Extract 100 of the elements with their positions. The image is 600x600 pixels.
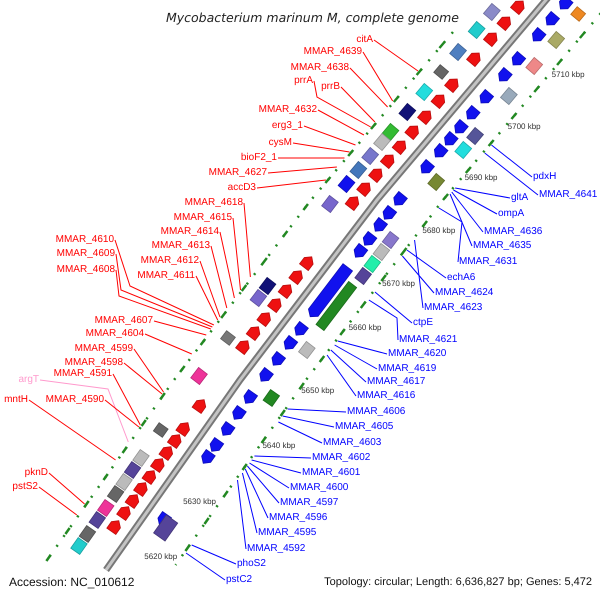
genome-summary-note: Topology: circular; Length: 6,636,827 bp; Genes: 5,472: [324, 575, 592, 589]
gene-label: prrB: [321, 81, 340, 93]
leader-line: [330, 350, 366, 382]
position-label: 5640 kbp: [262, 441, 296, 451]
gene-label: MMAR_4627: [208, 167, 267, 179]
leader-line: [362, 52, 394, 102]
leader-line: [232, 218, 241, 290]
gene-label: MMAR_4602: [312, 452, 370, 464]
leader-line: [254, 456, 312, 458]
position-label: 5670 kbp: [382, 279, 415, 289]
leader-line: [374, 40, 418, 72]
position-label: 5660 kbp: [348, 323, 382, 333]
leader-line: [196, 276, 218, 320]
gene-label: MMAR_4605: [335, 421, 394, 433]
leader-line: [154, 320, 207, 336]
gene-label: MMAR_4614: [160, 226, 219, 238]
position-label: 5700 kbp: [508, 122, 541, 132]
gene-label: MMAR_4597: [280, 497, 338, 509]
leader-line: [38, 486, 78, 516]
gene-label: MMAR_4613: [152, 240, 210, 252]
gene-label: pknD: [24, 467, 48, 479]
accession-note: Accession: NC_010612: [9, 575, 134, 589]
gene-label: MMAR_4641: [539, 189, 598, 201]
gene-label: MMAR_4632: [258, 104, 317, 116]
gene-label: mntH: [4, 394, 28, 406]
gene-label: MMAR_4635: [473, 240, 532, 252]
leader-line: [484, 152, 538, 196]
leader-line: [282, 416, 334, 428]
leader-line: [242, 472, 258, 534]
leader-line: [144, 334, 192, 354]
gene-label: MMAR_4591: [54, 368, 112, 380]
leader-line: [326, 354, 356, 396]
gene-label: MMAR_4631: [459, 256, 518, 268]
position-label: 5690 kbp: [464, 173, 498, 183]
gene-label: MMAR_4612: [140, 255, 199, 267]
leader-line: [248, 462, 290, 488]
leader-line: [116, 254, 213, 328]
leader-line: [134, 348, 164, 392]
gene-label: MMAR_4590: [46, 394, 104, 406]
leader-line: [200, 260, 220, 318]
leader-line: [186, 552, 226, 580]
leader-line: [244, 202, 251, 278]
position-label: 5620 kbp: [144, 552, 178, 562]
gene-label: MMAR_4599: [74, 343, 133, 355]
gene-label: MMAR_4618: [184, 197, 243, 209]
gene-label: echA6: [447, 272, 476, 284]
leader-line: [438, 208, 463, 262]
leader-line: [414, 240, 424, 308]
gene-label: argT: [18, 374, 39, 386]
gene-label: MMAR_4611: [137, 270, 195, 282]
leader-line: [237, 480, 246, 550]
leader-line: [28, 400, 116, 460]
leader-line: [112, 374, 141, 426]
gene-label: gltA: [511, 192, 528, 204]
leader-line: [220, 232, 235, 298]
gene-label: MMAR_4595: [258, 527, 316, 539]
gene-label: MMAR_4609: [56, 248, 115, 260]
gene-label: MMAR_4598: [64, 357, 123, 369]
leader-line: [337, 340, 388, 354]
leader-line: [318, 110, 364, 136]
gene-label: pstC2: [226, 574, 252, 586]
leader-line: [48, 472, 86, 504]
leader-line: [244, 468, 268, 518]
leader-line: [191, 544, 236, 564]
gene-label: MMAR_4608: [56, 264, 115, 276]
gene-label: phoS2: [237, 558, 266, 570]
leader-line: [287, 408, 346, 412]
gene-label: MMAR_4638: [290, 62, 349, 74]
leader-line: [116, 270, 212, 330]
leader-line: [304, 126, 356, 146]
gene-label: accD3: [228, 182, 256, 194]
leader-line: [314, 80, 372, 128]
position-label: 5650 kbp: [301, 386, 334, 396]
leader-line: [251, 460, 302, 474]
gene-label: MMAR_4600: [290, 482, 348, 494]
diagram-title: Mycobacterium marinum M, complete genome: [166, 10, 459, 25]
leader-line: [450, 194, 472, 246]
gene-label: ctpE: [413, 317, 434, 329]
gene-label: MMAR_4610: [56, 234, 114, 246]
gene-label: MMAR_4620: [388, 348, 446, 360]
gene-label: MMAR_4592: [247, 543, 306, 555]
leader-line: [406, 250, 446, 278]
gene-label: MMAR_4623: [424, 302, 482, 314]
gene-label: MMAR_4601: [302, 467, 360, 479]
gene-label: pstS2: [12, 481, 38, 493]
leader-line: [350, 68, 388, 108]
leader-line: [454, 188, 510, 198]
leader-line: [40, 380, 129, 442]
leader-line: [452, 190, 498, 214]
leader-line: [268, 166, 338, 174]
leader-line: [124, 362, 163, 394]
leader-line: [114, 240, 214, 326]
leader-line: [256, 180, 326, 188]
leader-line: [490, 144, 532, 178]
gene-label: MMAR_4624: [435, 287, 494, 299]
gene-label: pdxH: [533, 171, 556, 183]
leader-line: [246, 466, 280, 504]
gene-label: MMAR_4639: [304, 46, 362, 58]
leader-line: [210, 246, 228, 308]
gene-label: MMAR_4619: [378, 363, 436, 375]
